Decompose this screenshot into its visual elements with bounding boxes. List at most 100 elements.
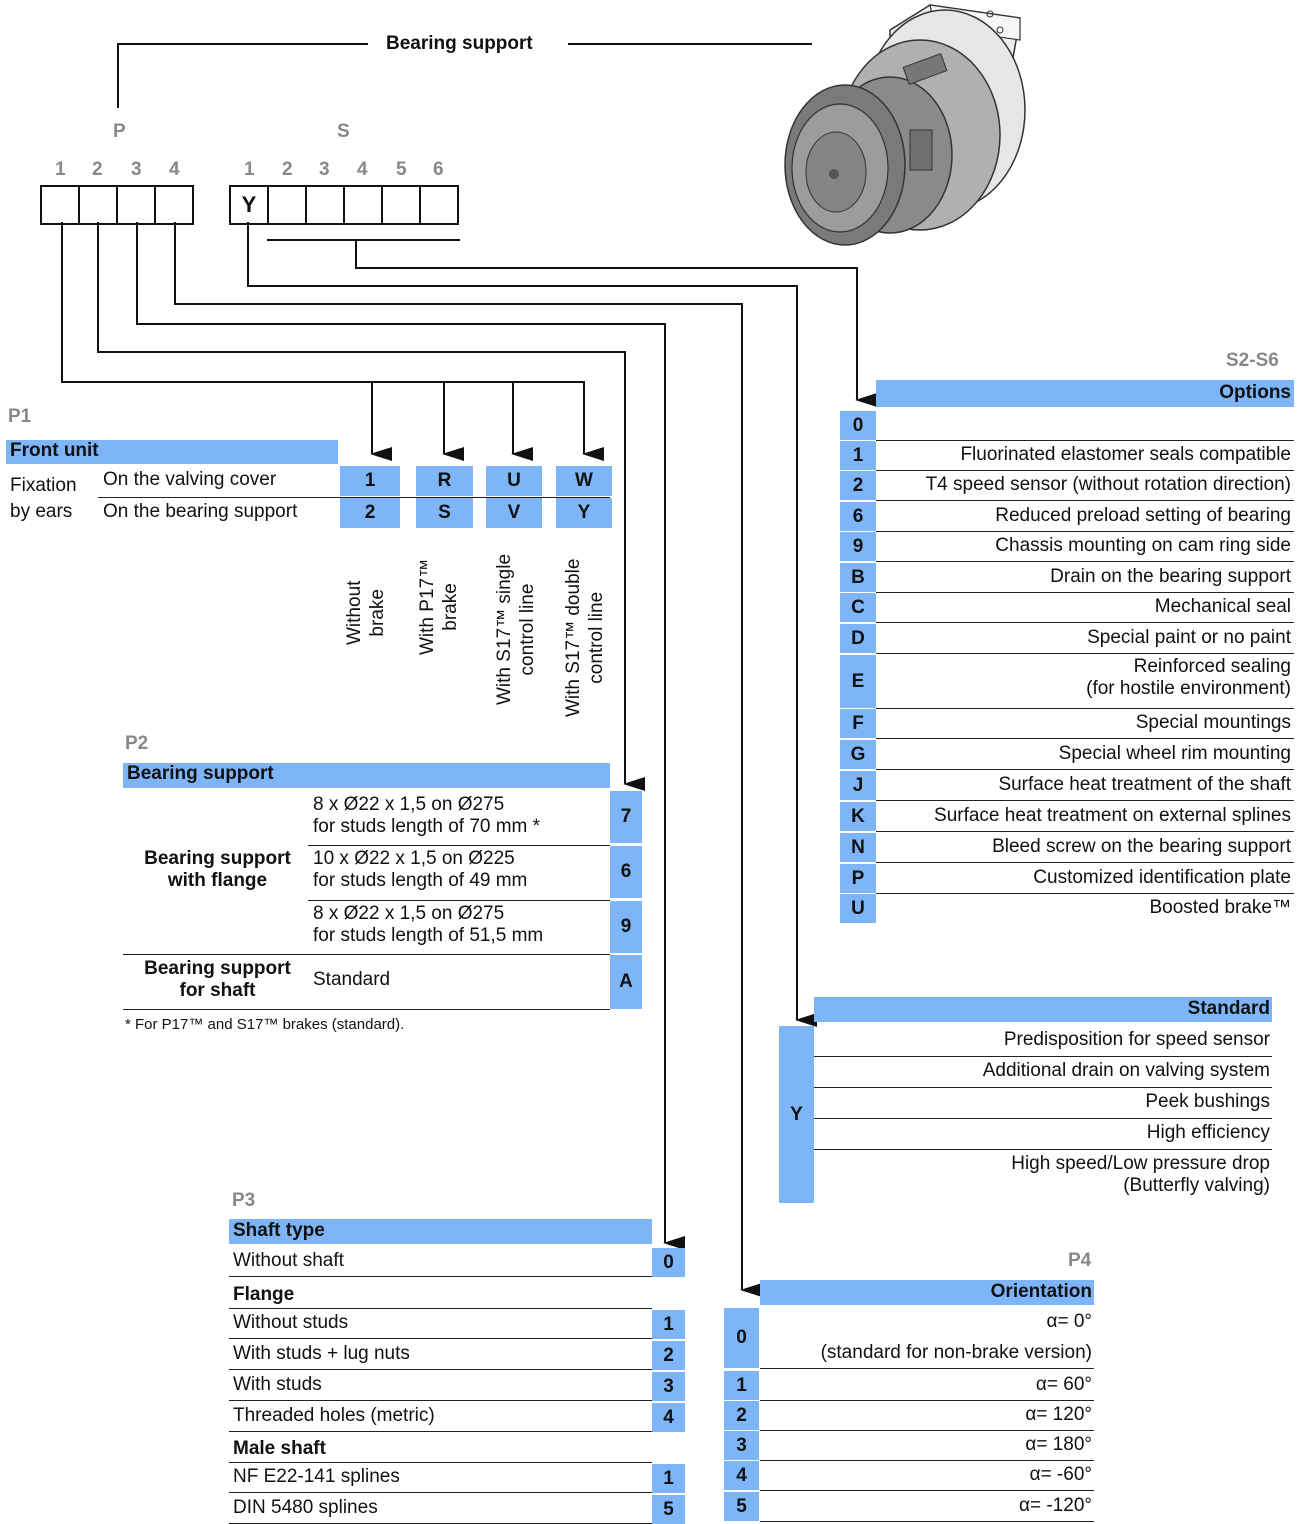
- s2-row-text: Bleed screw on the bearing support: [992, 836, 1291, 857]
- s1-item: High efficiency: [1146, 1122, 1270, 1143]
- p3-subheader: Male shaft: [233, 1438, 326, 1459]
- p4-code: P4: [1068, 1250, 1092, 1271]
- p4-row-divider: [760, 1460, 1094, 1461]
- p1-code: P1: [8, 406, 32, 427]
- s2-code: C: [840, 593, 876, 622]
- s2-code: E: [840, 655, 876, 708]
- p-digit-1: 1: [55, 159, 66, 180]
- p2-group-shaft: Bearing support for shaft: [144, 958, 291, 1001]
- s2-code: 6: [840, 502, 876, 531]
- p4-row-text: α= 180°: [1025, 1434, 1092, 1455]
- s1-header-band: [814, 997, 1272, 1022]
- s1-item: High speed/Low pressure drop (Butterfly …: [1011, 1153, 1270, 1196]
- s2-code: B: [840, 563, 876, 592]
- p3-row-code: 3: [652, 1372, 685, 1401]
- s2-header-band: [876, 380, 1294, 407]
- p3-row-divider: [229, 1338, 652, 1339]
- p3-row-text: With studs + lug nuts: [233, 1343, 410, 1364]
- s2-row-divider: [876, 531, 1294, 532]
- p1-column-s17-double: With S17™ double control line: [563, 558, 607, 717]
- s2-code: K: [840, 802, 876, 831]
- p1-row-valving-cover: On the valving cover: [103, 469, 277, 490]
- p4-row-divider: [760, 1368, 1094, 1369]
- p1-code-Y: Y: [556, 498, 612, 528]
- s2-row-divider: [876, 800, 1294, 801]
- p2-divider-bottom: [123, 1009, 610, 1010]
- s2-row-divider: [876, 622, 1294, 623]
- p4-row-text: α= 60°: [1035, 1374, 1092, 1395]
- s-digit-6: 6: [433, 159, 444, 180]
- p4-row-divider: [760, 1521, 1094, 1522]
- p3-header-band: [229, 1219, 652, 1244]
- s2-row-text: Mechanical seal: [1154, 596, 1291, 617]
- p3-row-divider: [229, 1369, 652, 1370]
- s-code-box-3: [305, 185, 345, 225]
- s2-row-divider: [876, 738, 1294, 739]
- p3-row-code: 1: [652, 1464, 685, 1493]
- p4-row-text: α= 120°: [1025, 1404, 1092, 1425]
- s2-row-divider: [876, 769, 1294, 770]
- p1-column-without-brake: Without brake: [344, 580, 388, 645]
- p-code-box-4: [154, 185, 194, 225]
- s2-row-text: Special wheel rim mounting: [1058, 743, 1291, 764]
- p4-row-text: α= -120°: [1019, 1495, 1092, 1516]
- s2-row-text: Customized identification plate: [1033, 867, 1291, 888]
- p4-code: 2: [724, 1401, 759, 1430]
- s2-code: 1: [840, 441, 876, 470]
- p4-header-band: [760, 1280, 1094, 1305]
- s-code-box-5: [381, 185, 421, 225]
- p4-row-text: α= -60°: [1029, 1464, 1092, 1485]
- p4-row-divider: [760, 1430, 1094, 1431]
- p2-header-band: [123, 763, 610, 788]
- s-digit-1: 1: [244, 159, 255, 180]
- s-code-box-2: [267, 185, 307, 225]
- s1-item: Peek bushings: [1145, 1091, 1270, 1112]
- p3-row-text: NF E22-141 splines: [233, 1466, 400, 1487]
- s1-item: Additional drain on valving system: [982, 1060, 1270, 1081]
- p2-row-7-text: 8 x Ø22 x 1,5 on Ø275 for studs length o…: [313, 794, 541, 837]
- s-digit-3: 3: [319, 159, 330, 180]
- s1-header: Standard: [1187, 998, 1270, 1019]
- s2-row-divider: [876, 561, 1294, 562]
- p2-row-9-text: 8 x Ø22 x 1,5 on Ø275 for studs length o…: [313, 903, 544, 946]
- p4-row-0-note: (standard for non-brake version): [820, 1342, 1092, 1363]
- p2-code-A: A: [610, 955, 642, 1009]
- s1-row-divider: [814, 1118, 1272, 1119]
- p3-row-code: 5: [652, 1495, 685, 1524]
- p-code-box-2: [78, 185, 118, 225]
- s1-row-divider: [814, 1087, 1272, 1088]
- p2-row-6-text: 10 x Ø22 x 1,5 on Ø225 for studs length …: [313, 848, 528, 891]
- p4-row-divider: [760, 1400, 1094, 1401]
- p-digit-3: 3: [131, 159, 142, 180]
- p4-code: 3: [724, 1431, 759, 1460]
- p4-header: Orientation: [990, 1281, 1092, 1302]
- p2-group-flange: Bearing support with flange: [144, 848, 291, 891]
- s2-row-divider: [876, 500, 1294, 501]
- p2-code-9: 9: [610, 901, 642, 953]
- s2-row-text: Chassis mounting on cam ring side: [995, 535, 1291, 556]
- s-digit-4: 4: [357, 159, 368, 180]
- s2-row-text: Reduced preload setting of bearing: [995, 505, 1291, 526]
- p-code-box-3: [116, 185, 156, 225]
- diagram-title: Bearing support: [386, 33, 533, 54]
- s2-row-text: Boosted brake™: [1149, 897, 1291, 918]
- s2-code: G: [840, 740, 876, 769]
- s1-item: Predisposition for speed sensor: [1003, 1029, 1270, 1050]
- p1-divider: [98, 497, 610, 498]
- p-label: P: [113, 121, 126, 142]
- p1-header-band: [6, 440, 338, 464]
- s2-row-divider: [876, 592, 1294, 593]
- p3-row-divider: [229, 1492, 652, 1493]
- p2-code: P2: [125, 733, 149, 754]
- s2-code: S2-S6: [1226, 350, 1279, 371]
- p4-row-0-text: α= 0°: [1046, 1311, 1092, 1332]
- p-digit-4: 4: [169, 159, 180, 180]
- p3-row-divider: [229, 1400, 652, 1401]
- p3-code: P3: [232, 1190, 256, 1211]
- p3-header: Shaft type: [233, 1220, 325, 1241]
- p2-code-7: 7: [610, 791, 642, 843]
- p1-code-U: U: [486, 466, 542, 496]
- s2-row-divider: [876, 708, 1294, 709]
- s2-code: D: [840, 624, 876, 653]
- p3-row-code: 0: [652, 1248, 685, 1277]
